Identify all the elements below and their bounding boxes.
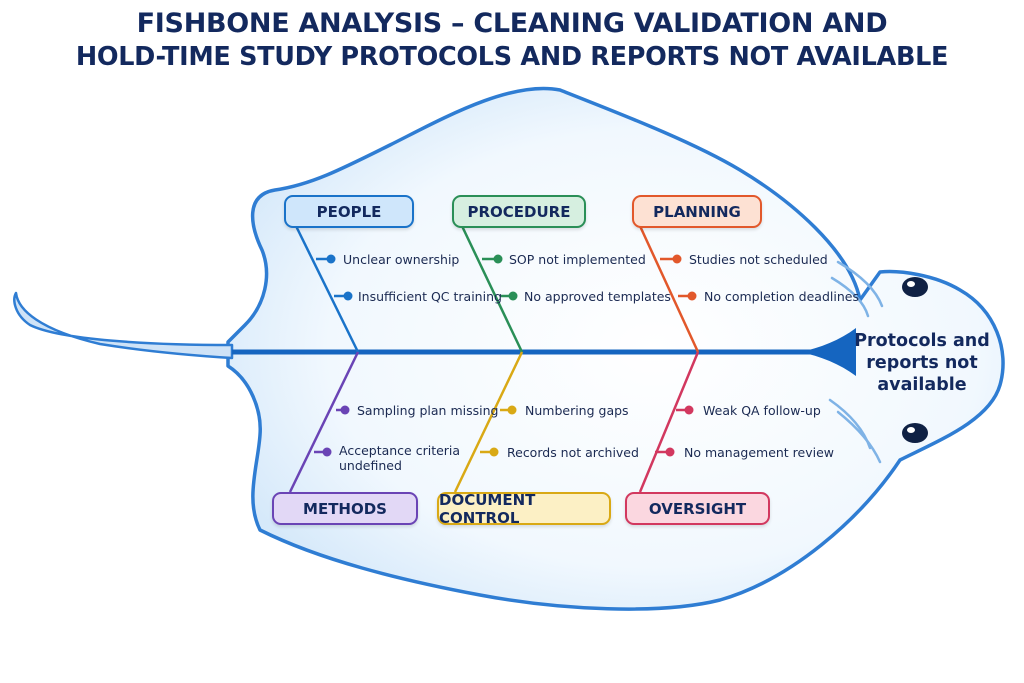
eye-icon <box>902 277 928 297</box>
stingray-tail <box>13 291 234 360</box>
cause-text: Insufficient QC training <box>358 289 502 304</box>
effect-line-2: reports not <box>866 353 978 373</box>
diagram-title-line-1: FISHBONE ANALYSIS – CLEANING VALIDATION … <box>136 8 888 39</box>
category-procedure-label: PROCEDURE <box>467 202 571 221</box>
cause-text: Numbering gaps <box>525 403 629 418</box>
cause-text: Records not archived <box>507 445 639 460</box>
cause-text: No management review <box>684 445 835 460</box>
cause-dot <box>687 291 697 301</box>
cause-text: Sampling plan missing <box>357 403 499 418</box>
cause-dot <box>508 291 518 301</box>
category-procedure: PROCEDURE <box>452 195 586 228</box>
cause-text: Studies not scheduled <box>689 252 828 267</box>
cause-text: No approved templates <box>524 289 671 304</box>
cause-text: SOP not implemented <box>509 252 646 267</box>
eye-icon <box>902 423 928 443</box>
category-methods: METHODS <box>272 492 418 525</box>
cause-dot <box>493 254 503 264</box>
category-planning-label: PLANNING <box>653 202 741 221</box>
cause-dot <box>326 254 336 264</box>
category-people-label: PEOPLE <box>316 202 382 221</box>
effect-label: Protocols and reports not available <box>852 330 992 396</box>
cause-text: Acceptance criteria <box>339 443 461 458</box>
category-people: PEOPLE <box>284 195 414 228</box>
effect-line-3: available <box>877 375 967 395</box>
category-document-control: DOCUMENT CONTROL <box>437 490 611 527</box>
category-document-control-label: DOCUMENT CONTROL <box>439 490 536 527</box>
cause-text: Unclear ownership <box>343 252 460 267</box>
effect-line-1: Protocols and <box>854 331 990 351</box>
cause-dot <box>672 254 682 264</box>
cause-dot <box>684 405 694 415</box>
category-methods-label: METHODS <box>303 499 387 518</box>
cause-text: undefined <box>339 458 402 473</box>
cause-dot <box>665 447 675 457</box>
cause-dot <box>507 405 517 415</box>
stingray-body-outline <box>226 86 1005 611</box>
category-oversight-label: OVERSIGHT <box>648 499 747 518</box>
cause-dot <box>322 447 332 457</box>
cause-text: No completion deadlines <box>704 289 859 304</box>
cause-text: Weak QA follow-up <box>703 403 821 418</box>
category-oversight: OVERSIGHT <box>625 492 770 525</box>
spine-arrowhead <box>800 328 856 376</box>
cause-dot <box>343 291 353 301</box>
gill-arcs <box>828 260 884 464</box>
cause-dot <box>489 447 499 457</box>
diagram-title-line-2: HOLD-TIME STUDY PROTOCOLS AND REPORTS NO… <box>75 42 949 72</box>
category-planning: PLANNING <box>632 195 762 228</box>
cause-dot <box>340 405 350 415</box>
